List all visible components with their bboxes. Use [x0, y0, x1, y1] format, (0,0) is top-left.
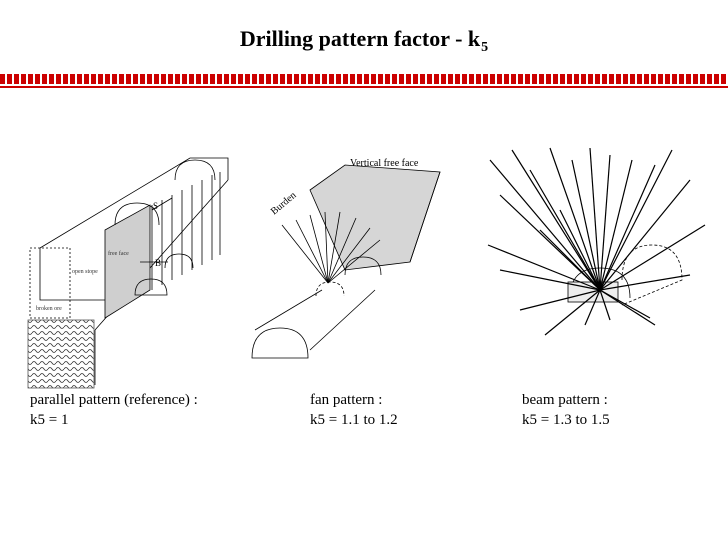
title-text: Drilling pattern factor - k [239, 26, 481, 51]
beam-tunnel-outline [621, 244, 683, 306]
open-stope-label: open stope [72, 269, 98, 275]
spacing-mark [151, 197, 173, 211]
title-divider-line [0, 86, 728, 88]
beam-drill-holes [487, 147, 706, 336]
fan-caption-line1: fan pattern : [310, 392, 383, 408]
broken-ore-label: broken ore [36, 306, 62, 312]
lower-drift-arch [134, 278, 168, 296]
tunnel-portal [251, 327, 309, 359]
vertical-free-face-label: Vertical free face [350, 158, 419, 169]
fan-caption-line2: k5 = 1.1 to 1.2 [310, 412, 398, 428]
upper-drift-arch [114, 202, 160, 226]
far-drift-arch [344, 256, 382, 276]
tunnel-right-edge [309, 289, 376, 351]
fan-drill-holes [281, 211, 381, 284]
open-stope-area [29, 247, 71, 319]
page-title: Drilling pattern factor - k5 [0, 26, 728, 56]
fan-pattern-figure [251, 164, 441, 359]
stope-left-edge [39, 248, 128, 301]
beam-pattern-figure [487, 147, 706, 336]
burden-label: B [155, 258, 161, 268]
parallel-caption-line1: parallel pattern (reference) : [30, 392, 198, 408]
stope-top-edge [39, 157, 229, 249]
parallel-pattern-figure [27, 157, 229, 389]
beam-caption-line1: beam pattern : [522, 392, 608, 408]
vertical-free-face-plane [309, 164, 441, 271]
lower-drift-arch-2 [164, 253, 194, 269]
parallel-caption: parallel pattern (reference) : k5 = 1 [30, 390, 198, 430]
title-subscript: 5 [481, 40, 489, 55]
fan-burden-label: Burden [269, 190, 299, 217]
beam-caption: beam pattern : k5 = 1.3 to 1.5 [522, 390, 610, 430]
spacing-label: S [153, 201, 158, 211]
fan-drift-arch [315, 281, 345, 297]
parallel-caption-line2: k5 = 1 [30, 412, 69, 428]
tunnel-left-edge [254, 289, 323, 331]
free-face-plane [104, 204, 151, 319]
upper-drift-arch-2 [174, 159, 216, 181]
fan-caption: fan pattern : k5 = 1.1 to 1.2 [310, 390, 398, 430]
free-face-label: free face [108, 250, 129, 257]
beam-caption-line2: k5 = 1.3 to 1.5 [522, 412, 610, 428]
parallel-drill-holes [151, 172, 221, 290]
title-divider [0, 74, 728, 84]
broken-ore-area [27, 319, 95, 389]
